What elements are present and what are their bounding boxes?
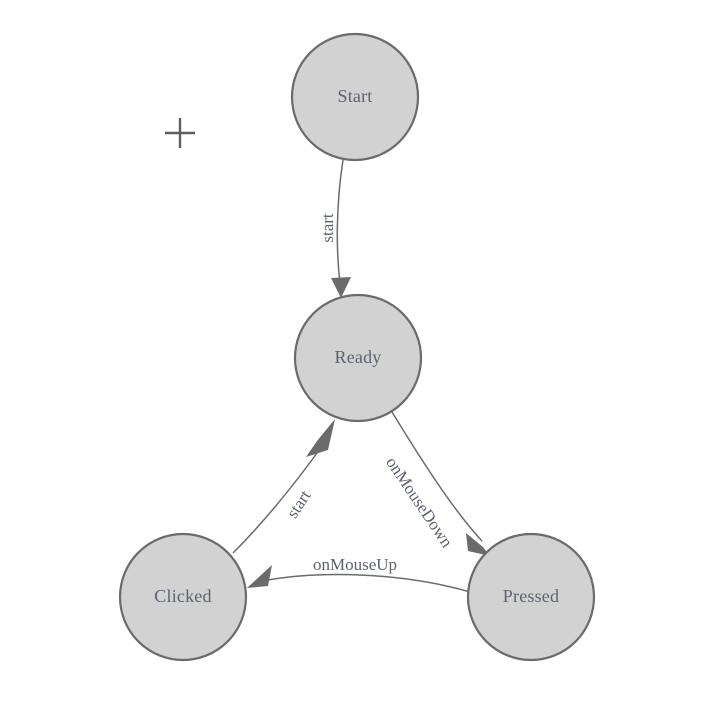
node-clicked-circle <box>118 532 248 662</box>
edge-label-start-to-ready: start <box>318 213 337 243</box>
edge-ready-to-pressed[interactable] <box>391 411 490 556</box>
node-start-label: Start <box>338 86 373 106</box>
node-start[interactable]: Start <box>290 32 420 162</box>
edge-label-ready-to-pressed: onMouseDown <box>382 453 457 551</box>
node-pressed[interactable]: Pressed <box>466 532 596 662</box>
node-pressed-label: Pressed <box>503 586 559 606</box>
edge-start-to-ready-arrowhead <box>331 277 351 298</box>
edge-ready-to-pressed-arrowhead <box>466 533 490 556</box>
node-clicked-label: Clicked <box>154 586 211 606</box>
node-ready[interactable]: Ready <box>293 293 423 423</box>
edge-clicked-to-ready-path <box>232 441 326 554</box>
node-ready-label: Ready <box>335 347 382 367</box>
crosshair-marker[interactable] <box>165 118 195 148</box>
edge-start-to-ready[interactable] <box>331 159 351 298</box>
edge-clicked-to-ready[interactable] <box>232 419 335 554</box>
node-start-circle <box>290 32 420 162</box>
edge-ready-to-pressed-path <box>391 411 483 542</box>
edge-pressed-to-clicked-arrowhead <box>247 565 272 588</box>
node-clicked[interactable]: Clicked <box>118 532 248 662</box>
edge-pressed-to-clicked-path <box>267 573 471 593</box>
edge-clicked-to-ready-arrowhead <box>306 419 335 457</box>
edge-label-pressed-to-clicked: onMouseUp <box>313 555 397 574</box>
node-pressed-circle <box>466 532 596 662</box>
edge-pressed-to-clicked[interactable] <box>247 565 471 593</box>
edge-start-to-ready-path <box>336 159 344 284</box>
node-ready-circle <box>293 293 423 423</box>
